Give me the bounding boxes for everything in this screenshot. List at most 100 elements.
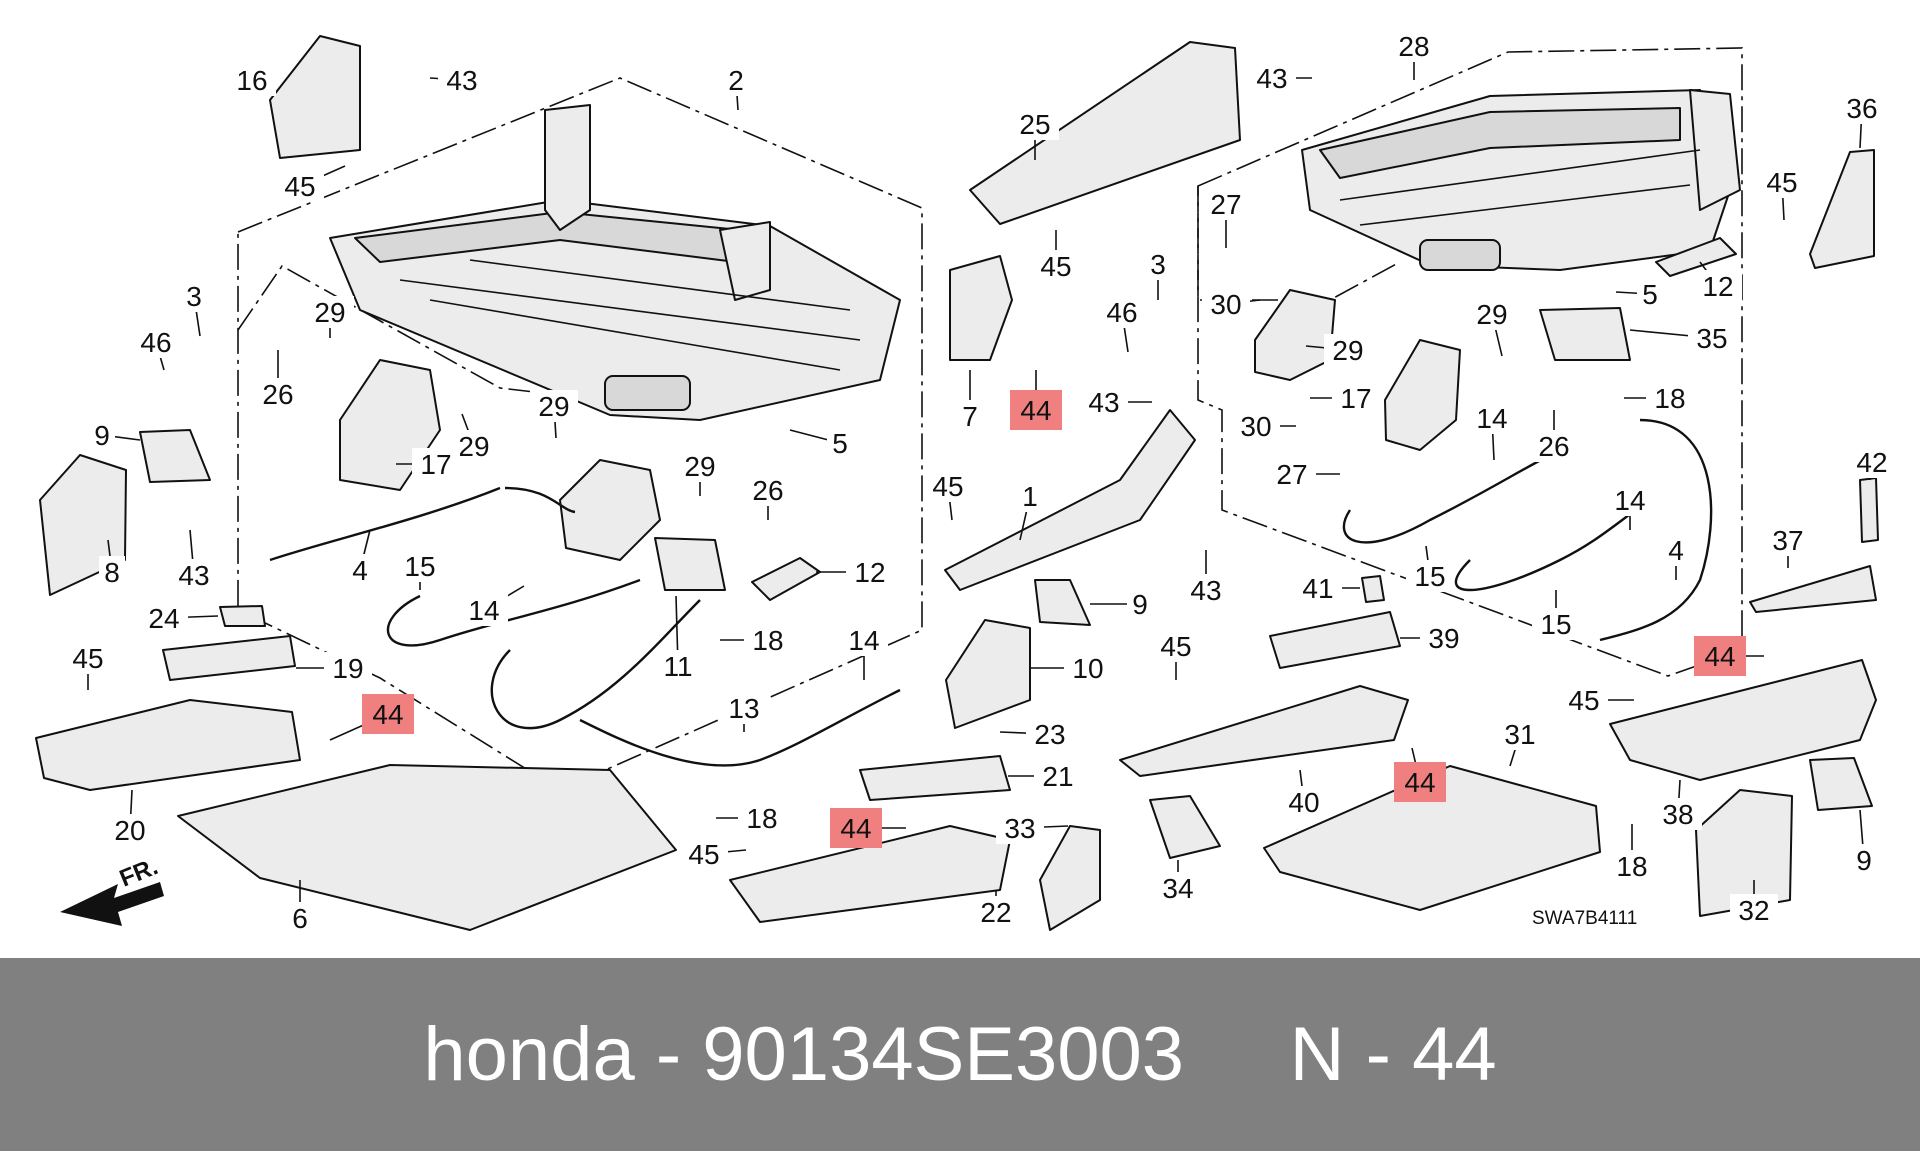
callout-backdrop [1688,322,1736,354]
callout-backdrop [924,470,972,502]
callout-backdrop [654,650,702,682]
callout-label: 18 [1616,851,1647,882]
callout-45: 45 [276,165,346,202]
callout-label: 43 [446,65,477,96]
callout-23: 23 [999,718,1074,750]
callout-label: 9 [94,420,110,451]
callout-label: 12 [854,557,885,588]
callout-backdrop [1654,798,1702,830]
callout-18: 18 [1608,824,1656,882]
callout-3: 3 [1145,248,1171,300]
caption-part-number: 90134SE3003 [702,1012,1185,1097]
callout-label: 45 [1766,167,1797,198]
callout-label: 21 [1042,761,1073,792]
callout-label: 42 [1856,447,1887,478]
callout-backdrop [1294,572,1342,604]
callout-backdrop [1468,298,1516,330]
callout-backdrop [840,624,888,656]
callout-backdrop [1268,458,1316,490]
callout-backdrop [1332,382,1380,414]
callout-44: 44 [1694,636,1764,676]
callout-backdrop [1560,684,1608,716]
part-11 [654,537,726,591]
callout-10: 10 [1030,652,1112,684]
callout-9: 9 [89,419,141,451]
callout-29: 29 [306,296,354,338]
callout-label: 45 [1568,685,1599,716]
part-7 [949,255,1013,361]
callout-2: 2 [723,64,749,111]
part-9c [1809,757,1873,811]
callout-label: 45 [932,471,963,502]
callout-44: 44 [1010,370,1062,430]
part-32 [1695,789,1793,917]
callout-1: 1 [1017,480,1043,541]
callout-43: 43 [1182,550,1230,606]
callout-label: 9 [1856,845,1872,876]
callout-backdrop [287,902,313,934]
seat-frame-left [329,104,901,421]
callout-label: 4 [1668,535,1684,566]
callout-backdrop [1730,894,1778,926]
callout-backdrop [1848,446,1896,478]
callout-label: 39 [1428,623,1459,654]
callout-backdrop [1420,622,1468,654]
callout-label: 2 [728,65,744,96]
part-20 [35,699,301,791]
callout-backdrop [324,652,372,684]
callout-14: 14 [1468,402,1516,461]
callout-highlight [362,694,414,734]
part-1 [944,409,1196,591]
callout-46: 46 [132,326,180,371]
callout-backdrop [996,812,1044,844]
callout-19: 19 [296,652,372,684]
callout-label: 35 [1696,323,1727,354]
callout-backdrop [1663,534,1689,566]
callout-label: 15 [1414,561,1445,592]
callout-21: 21 [1008,760,1082,792]
callout-label: 9 [1132,589,1148,620]
callout-backdrop [1026,718,1074,750]
part-33 [1039,825,1101,931]
callout-label: 18 [746,803,777,834]
caption-gap [1184,1011,1290,1098]
callout-35: 35 [1629,322,1736,354]
part-38 [1609,659,1877,781]
callout-6: 6 [287,880,313,934]
callout-label: 45 [1160,631,1191,662]
callout-backdrop [306,296,354,328]
callout-highlight [1010,390,1062,430]
callout-backdrop [1324,334,1372,366]
callout-4: 4 [1663,534,1689,580]
callout-backdrop [1530,430,1578,462]
callout-backdrop [1248,62,1296,94]
callout-label: 26 [752,475,783,506]
callout-backdrop [89,419,115,451]
callout-backdrop [723,64,749,96]
callout-34: 34 [1154,860,1202,904]
callout-backdrop [680,838,728,870]
callout-label: 34 [1162,873,1193,904]
callout-label: 29 [1476,299,1507,330]
callout-backdrop [460,594,508,626]
callout-label: 44 [1704,641,1735,672]
callout-label: 27 [1210,189,1241,220]
callout-46: 46 [1098,296,1146,353]
front-direction-arrow: FR. [60,853,164,926]
callout-label: 44 [1404,767,1435,798]
callout-label: 29 [538,391,569,422]
part-31 [1263,765,1601,911]
callout-backdrop [1764,524,1812,556]
callout-backdrop [1034,760,1082,792]
callout-38: 38 [1654,779,1702,830]
callout-label: 15 [404,551,435,582]
callout-label: 19 [332,653,363,684]
callout-backdrop [228,64,276,96]
callout-label: 20 [114,815,145,846]
callout-40: 40 [1280,769,1328,818]
caption-ref: 44 [1412,1012,1497,1097]
callout-backdrop [1127,588,1153,620]
callout-label: 38 [1662,799,1693,830]
callout-15: 15 [396,550,444,590]
callout-backdrop [957,400,983,432]
